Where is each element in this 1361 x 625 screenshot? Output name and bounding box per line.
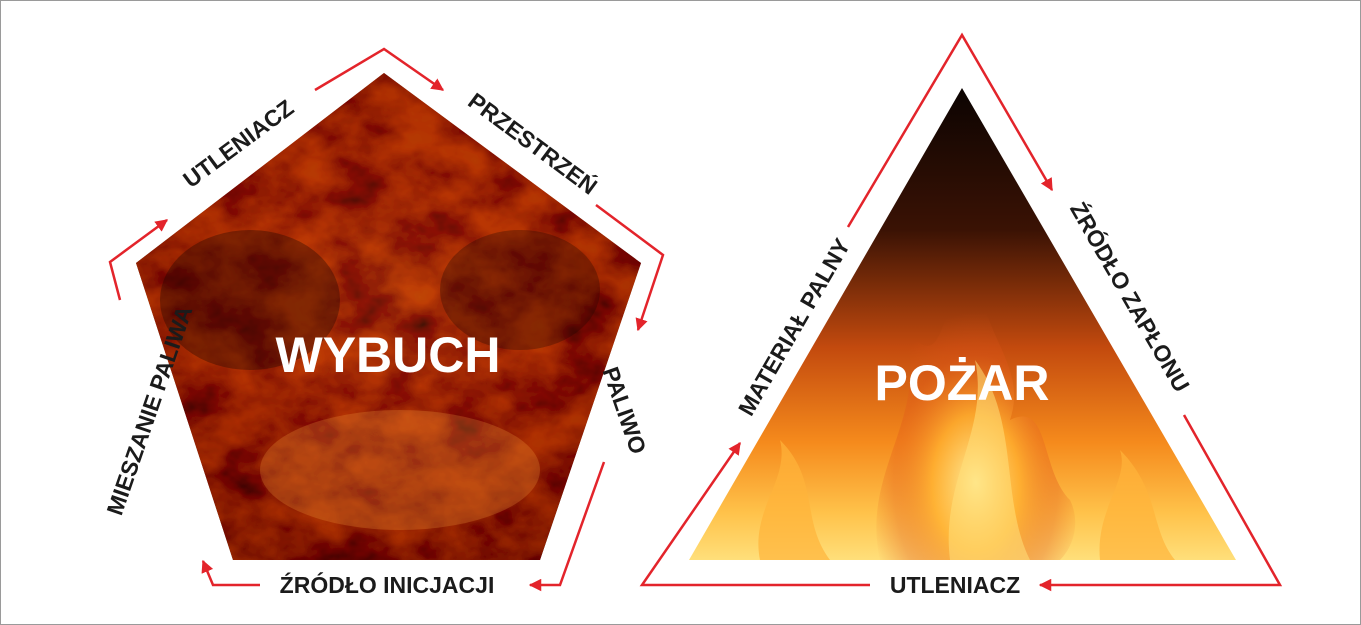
fire-label-utleniacz: UTLENIACZ [890, 572, 1020, 598]
arrow-przestrzen-to-paliwo [595, 203, 665, 332]
arrow-paliwo-to-zrodlo [528, 461, 606, 592]
explosion-pentagon: WYBUCH [136, 73, 641, 560]
explosion-label-paliwo: PALIWO [598, 363, 652, 457]
explosion-cycle-arrows [108, 47, 665, 592]
explosion-label-mieszanie-paliwa: MIESZANIE PALIWA [101, 302, 197, 518]
arrow-material-to-zrodlo [846, 32, 1054, 228]
arrow-zrodlo-to-mieszanie [201, 559, 260, 587]
arrow-zrodlo-to-utleniacz [1038, 414, 1283, 592]
fire-triangle: POŻAR [689, 88, 1236, 560]
arrow-utleniacz-to-material [639, 441, 870, 587]
fire-title: POŻAR [875, 355, 1050, 411]
fire-cycle-arrows [639, 32, 1283, 592]
explosion-title: WYBUCH [276, 327, 501, 383]
explosion-label-zrodlo-inicjacji: ŹRÓDŁO INICJACJI [280, 571, 495, 598]
arrow-utleniacz-to-przestrzen [314, 47, 445, 92]
arrow-mieszanie-to-utleniacz [108, 218, 169, 301]
